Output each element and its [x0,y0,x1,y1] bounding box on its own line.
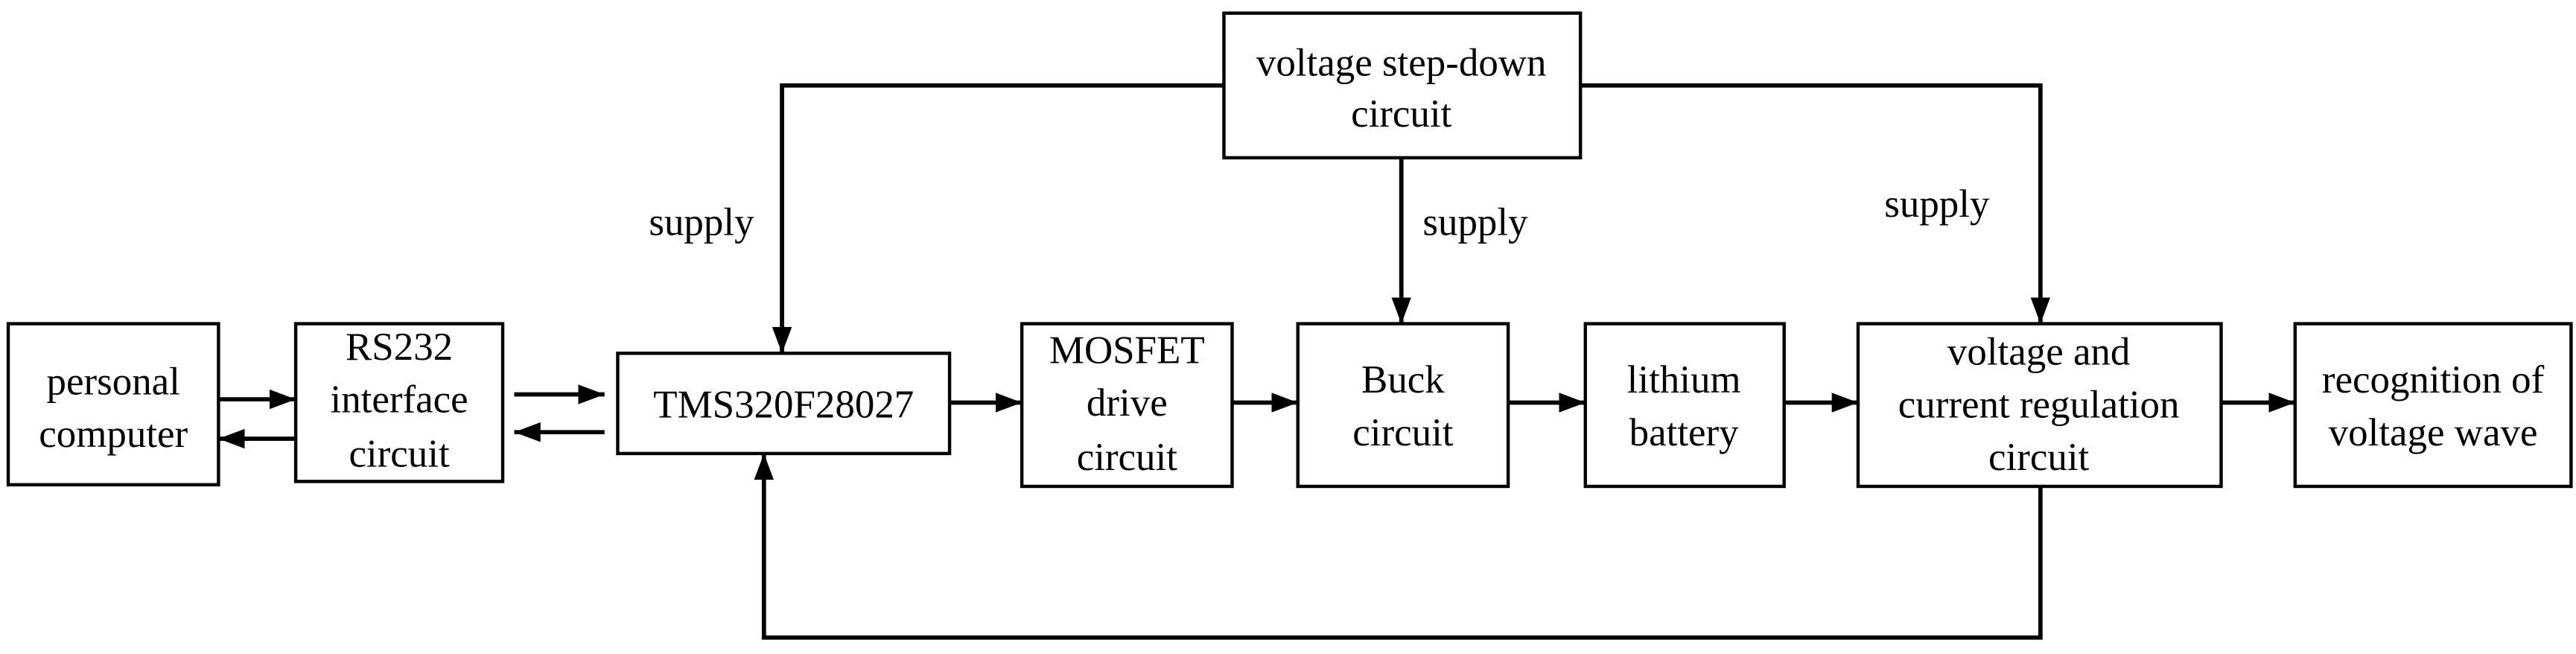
supply-line-to-tms320 [772,83,1224,354]
personal-computer-line-1: personal [47,360,180,403]
buck-line-2: circuit [1352,411,1454,454]
rs232-line-1: RS232 [346,326,453,369]
step-down-line-2: circuit [1351,92,1452,136]
node-tms320f28027: TMS320F28027 [616,352,952,456]
mosfet-box [1020,322,1234,489]
step-down-box [1222,11,1583,159]
rs232-line-2: interface [330,378,468,422]
supply-label-left: supply [649,200,754,244]
mosfet-line-2: drive [1087,381,1168,425]
buck-line-1: Buck [1361,358,1445,401]
supply-label-middle: supply [1422,200,1528,244]
mosfet-line-1: MOSFET [1049,329,1205,372]
mosfet-line-3: circuit [1077,436,1178,479]
node-recognition-voltage-wave: recognition of voltage wave [2293,322,2573,489]
node-rs232-interface-circuit: RS232 interface circuit [293,322,505,483]
recognition-box [2293,322,2573,489]
lithium-box [1583,322,1786,489]
tms320-box [616,352,952,456]
node-voltage-step-down-circuit: voltage step-down circuit [1222,11,1583,159]
node-personal-computer: personal computer [6,322,220,486]
node-buck-circuit: Buck circuit [1296,322,1510,489]
rs232-line-3: circuit [349,433,450,476]
regulation-line-3: circuit [1988,436,2090,479]
node-lithium-battery: lithium battery [1583,322,1786,489]
tms320-label: TMS320F28027 [653,383,914,426]
lithium-line-2: battery [1629,411,1740,454]
recognition-line-2: voltage wave [2329,411,2538,454]
step-down-line-1: voltage step-down [1256,41,1547,84]
node-mosfet-drive-circuit: MOSFET drive circuit [1020,322,1234,489]
regulation-box [1856,322,2223,489]
regulation-line-1: voltage and [1947,331,2130,374]
regulation-line-2: current regulation [1898,383,2180,426]
feedback-line-regulation-to-tms320 [754,453,2043,640]
personal-computer-box [6,322,220,486]
supply-label-right: supply [1884,182,1990,226]
buck-box [1296,322,1510,489]
recognition-line-1: recognition of [2322,358,2545,401]
personal-computer-line-2: computer [39,413,188,456]
node-regulation-circuit: voltage and current regulation circuit [1856,322,2223,489]
rs232-box [293,322,505,483]
lithium-line-1: lithium [1627,358,1741,401]
supply-line-to-regulation [1580,83,2051,324]
